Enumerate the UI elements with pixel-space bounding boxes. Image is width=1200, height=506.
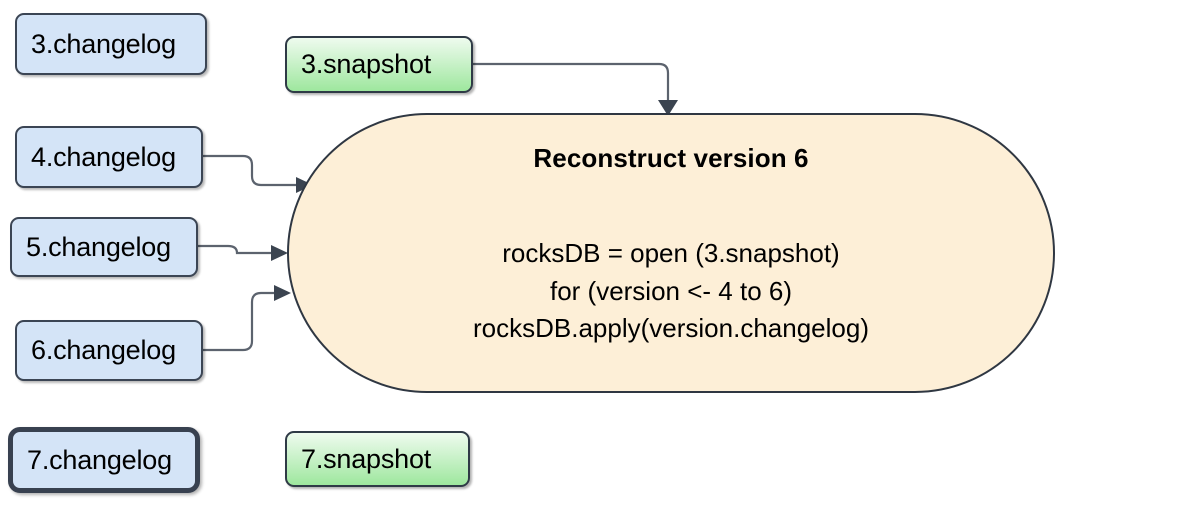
edge-snapshot3-line [473, 62, 670, 101]
node-changelog-7[interactable]: 7.changelog [8, 427, 200, 493]
edge-changelog5-line [198, 244, 272, 255]
code-line-1: rocksDB = open (3.snapshot) [502, 238, 840, 268]
node-changelog-6[interactable]: 6.changelog [15, 320, 203, 381]
process-shape-reconstruct[interactable]: Reconstruct version 6 rocksDB = open (3.… [287, 113, 1055, 393]
edge-changelog6-line [203, 291, 275, 352]
process-code-block: rocksDB = open (3.snapshot) for (version… [289, 235, 1053, 348]
code-line-2: for (version <- 4 to 6) [549, 275, 793, 306]
edge-snapshot3-to-process [473, 62, 678, 116]
node-changelog-3[interactable]: 3.changelog [15, 13, 207, 75]
node-changelog-5[interactable]: 5.changelog [10, 217, 198, 277]
code-line-3: rocksDB.apply(version.changelog) [473, 313, 869, 344]
edge-changelog6-to-process [203, 285, 291, 352]
node-changelog-4[interactable]: 4.changelog [15, 126, 203, 188]
edge-changelog4-line [203, 154, 297, 187]
node-snapshot-7[interactable]: 7.snapshot [285, 431, 470, 487]
node-snapshot-3[interactable]: 3.snapshot [285, 36, 473, 93]
edge-changelog5-to-process [198, 244, 288, 261]
edge-changelog5-arrowhead [271, 245, 288, 261]
process-title: Reconstruct version 6 [533, 143, 809, 173]
